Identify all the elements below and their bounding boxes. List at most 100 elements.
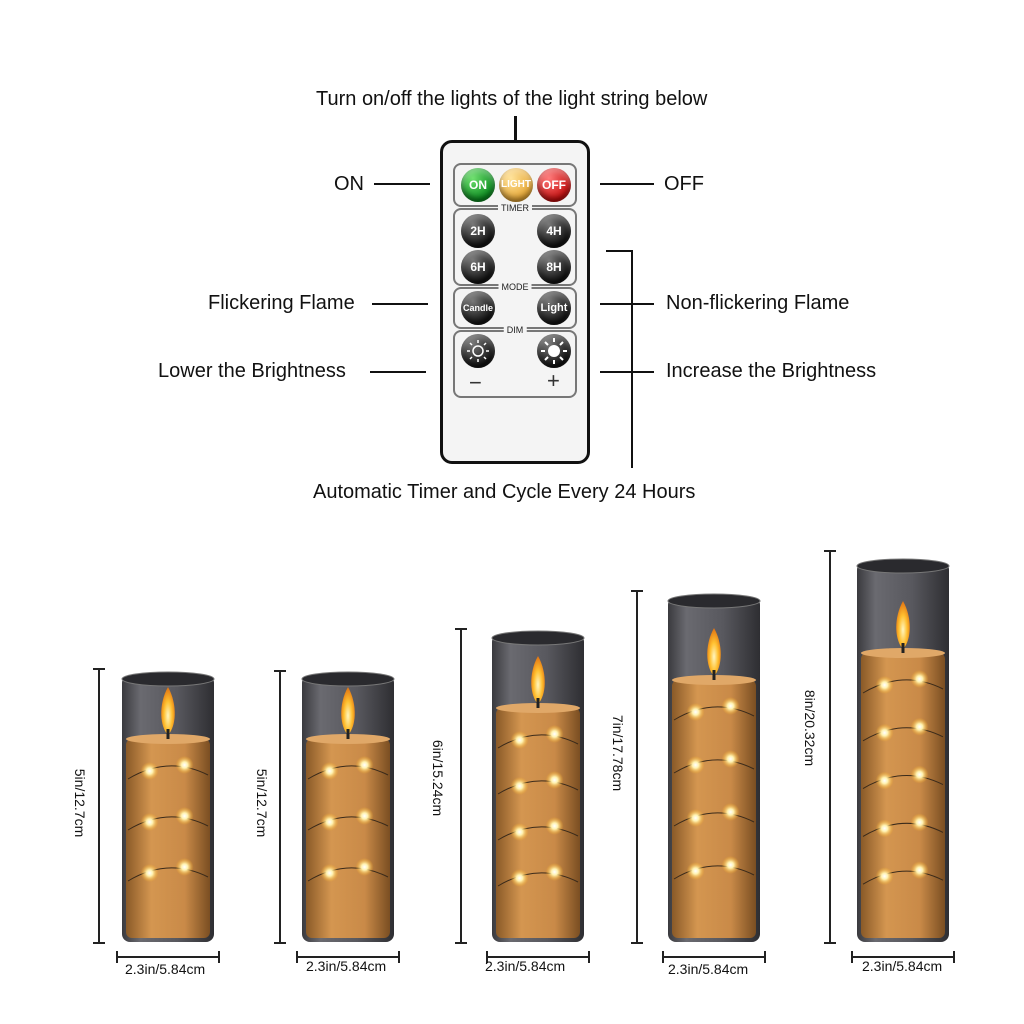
- callout-flicker: Flickering Flame: [208, 292, 355, 314]
- candle-3-string-4: [497, 872, 579, 887]
- candle-4-string-1: [673, 706, 755, 721]
- candle-5-height-dim-top: [824, 550, 836, 552]
- candle-4-string-4: [673, 865, 755, 880]
- candle-3-led-4-2: [545, 863, 564, 881]
- timer-bracket-top: [606, 250, 632, 252]
- callout-increase: Increase the Brightness: [666, 360, 877, 382]
- candle-4-string-2: [673, 759, 755, 774]
- timer-6h-button[interactable]: 6H: [461, 250, 495, 284]
- candle-4-led-4-1: [686, 862, 705, 880]
- candle-3-width-dim-line: [486, 956, 590, 958]
- dim-plus-symbol: +: [547, 368, 560, 393]
- candle-1-led-3-1: [140, 864, 159, 882]
- candle-2-led-3-1: [320, 864, 339, 882]
- sun-dim-icon: [467, 340, 489, 362]
- candle-3-width-label: 2.3in/5.84cm: [485, 958, 566, 974]
- candle-1-led-3-2: [175, 858, 194, 876]
- candle-5-height-dim-line: [829, 550, 831, 942]
- on-button[interactable]: ON: [461, 168, 495, 202]
- timer-bracket-vertical: [631, 250, 633, 468]
- candle-4-height-dim-bottom: [631, 942, 643, 944]
- dim-down-button[interactable]: [461, 334, 495, 368]
- candle-2-width-dim-line: [296, 956, 400, 958]
- candle-2-led-2-1: [320, 813, 339, 831]
- candle-2-wick: [346, 729, 350, 739]
- callout-off-line: [600, 183, 654, 185]
- dim-panel: DIM −: [453, 325, 577, 398]
- candle-4-led-2-2: [721, 750, 740, 768]
- candle-3-height-dim-line: [460, 628, 462, 942]
- candle-3-led-3-1: [510, 823, 529, 841]
- candle-2-string-1: [307, 765, 389, 780]
- dim-label: DIM: [503, 325, 527, 335]
- off-button[interactable]: OFF: [537, 168, 571, 202]
- candle-3-flame: [531, 656, 545, 704]
- mode-label: MODE: [498, 282, 532, 292]
- candle-5-led-5-2: [910, 861, 929, 880]
- candle-4-height-dim-line: [636, 590, 638, 942]
- callout-on-line: [374, 183, 430, 185]
- remote-caption-top: Turn on/off the lights of the light stri…: [316, 88, 708, 110]
- candle-4-height-dim-top: [631, 590, 643, 592]
- callout-increase-line: [600, 371, 654, 373]
- candle-2-led-1-1: [320, 762, 339, 780]
- candle-3-height-dim-bottom: [455, 942, 467, 944]
- candle-4-led-1-1: [686, 703, 705, 721]
- light-button[interactable]: LIGHT: [499, 168, 533, 202]
- timer-8h-button[interactable]: 8H: [537, 250, 571, 284]
- candle-2-flame: [341, 687, 355, 735]
- candle-1-height-dim-top: [93, 668, 105, 670]
- candle-3-string-2: [497, 780, 579, 795]
- candle-3-string-3: [497, 826, 579, 841]
- timer-2h-button[interactable]: 2H: [461, 214, 495, 248]
- light-mode-button[interactable]: Light: [537, 291, 571, 325]
- dim-up-button[interactable]: [537, 334, 571, 368]
- candle-1-width-dim-left: [116, 951, 118, 963]
- mode-panel: MODE Candle Light: [453, 282, 577, 329]
- candle-3-led-2-1: [510, 777, 529, 795]
- candle-mode-button[interactable]: Candle: [461, 291, 495, 325]
- candle-5-width-dim-right: [953, 951, 955, 963]
- candle-3-wick: [536, 698, 540, 708]
- power-panel: ON LIGHT OFF: [453, 163, 577, 207]
- candle-4-glass-rim: [667, 593, 761, 609]
- candle-3-string-1: [497, 734, 579, 749]
- candle-3-width-dim-right: [588, 951, 590, 963]
- candle-5-wick: [901, 643, 905, 653]
- candle-2-led-1-2: [355, 756, 374, 774]
- candle-5-led-3-2: [910, 765, 929, 784]
- candle-4-height-label: 7in/17.78cm: [610, 714, 627, 792]
- candle-2-width-dim-right: [398, 951, 400, 963]
- callout-nonflicker-line: [600, 303, 654, 305]
- candle-5-wax: [861, 653, 945, 938]
- candle-5-glass-rim: [856, 558, 950, 574]
- candle-1-flame: [161, 687, 175, 735]
- candle-2-wax: [306, 739, 390, 938]
- callout-lower: Lower the Brightness: [158, 360, 346, 382]
- candle-4-led-2-1: [686, 756, 705, 774]
- remote-antenna: [514, 116, 517, 142]
- candle-5-height-dim-bottom: [824, 942, 836, 944]
- candle-5-string-4: [862, 822, 944, 837]
- candle-2-glass-rim: [301, 671, 395, 687]
- candle-3-height-dim-top: [455, 628, 467, 630]
- timer-label: TIMER: [498, 203, 532, 213]
- candle-3-led-4-1: [510, 869, 529, 887]
- callout-lower-line: [370, 371, 426, 373]
- candle-4-width-label: 2.3in/5.84cm: [668, 961, 749, 977]
- candle-3-led-1-1: [510, 731, 529, 749]
- timer-4h-button[interactable]: 4H: [537, 214, 571, 248]
- candle-2-string-2: [307, 816, 389, 831]
- candle-4-flame: [707, 628, 721, 676]
- callout-off: OFF: [664, 173, 704, 195]
- remote-control: ON LIGHT OFF TIMER 2H 4H 6H 8H MODE Cand…: [440, 140, 590, 464]
- candle-5-string-3: [862, 775, 944, 790]
- callout-flicker-line: [372, 303, 428, 305]
- candle-2-string-3: [307, 867, 389, 882]
- candle-5-flame: [896, 601, 910, 649]
- candle-4-led-3-1: [686, 809, 705, 827]
- candle-5-led-5-1: [875, 867, 894, 886]
- candle-1-height-label: 5in/12.7cm: [72, 768, 89, 838]
- candle-2-height-label: 5in/12.7cm: [254, 768, 271, 838]
- candle-2-height-dim-line: [279, 670, 281, 942]
